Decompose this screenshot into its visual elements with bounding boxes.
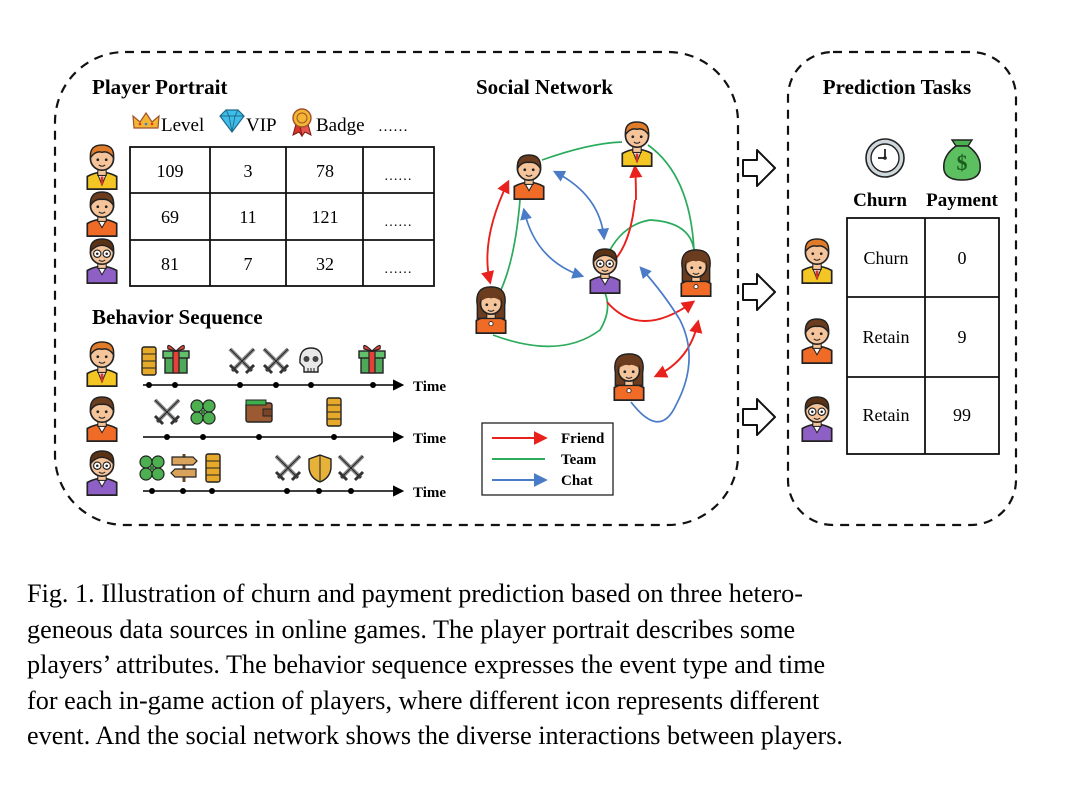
portrait-table xyxy=(129,146,435,287)
prediction-avatar-3 xyxy=(801,396,833,442)
prediction-cell: Retain xyxy=(863,327,910,347)
crossed-swords-icon xyxy=(337,454,365,482)
portrait-avatar-2 xyxy=(86,191,118,237)
figure-caption: Fig. 1. Illustration of churn and paymen… xyxy=(27,576,1051,754)
gift-icon xyxy=(358,344,386,374)
portrait-cell: …… xyxy=(384,215,412,230)
sequence-avatar-2 xyxy=(86,396,118,442)
crossed-swords-icon xyxy=(274,454,302,482)
wallet-icon xyxy=(245,399,273,423)
caption-line: event. And the social network shows the … xyxy=(27,721,843,750)
network-player-node xyxy=(613,353,645,401)
timeline-1: Time xyxy=(143,379,446,395)
network-player-node xyxy=(589,248,621,294)
coins-icon xyxy=(205,453,221,483)
network-player-node xyxy=(513,154,545,200)
clover-icon xyxy=(190,399,216,425)
prediction-avatar-1 xyxy=(801,238,833,284)
diamond-icon xyxy=(219,109,245,133)
caption-line: Fig. 1. Illustration of churn and paymen… xyxy=(27,579,803,608)
badge-medal-icon xyxy=(292,108,312,138)
player-portrait-title: Player Portrait xyxy=(92,75,227,99)
right-dashed-panel xyxy=(786,50,1018,527)
portrait-avatar-3 xyxy=(86,238,118,284)
crossed-swords-icon xyxy=(262,347,290,375)
figure-diagram: Player Portrait Social Network Predictio… xyxy=(53,50,1018,527)
svg-text:$: $ xyxy=(957,150,968,175)
social-network-title: Social Network xyxy=(476,75,613,99)
legend-friend: Friend xyxy=(561,431,605,447)
portrait-cell: 11 xyxy=(239,207,256,227)
sequence-avatar-3 xyxy=(86,450,118,496)
timeline-2: Time xyxy=(143,431,446,447)
portrait-cell: 3 xyxy=(244,161,253,181)
network-legend: Friend Team Chat xyxy=(481,422,614,496)
caption-line: geneous data sources in online games. Th… xyxy=(27,614,796,644)
legend-team: Team xyxy=(561,452,597,468)
column-header-payment: Payment xyxy=(926,190,998,211)
legend-chat: Chat xyxy=(561,473,593,489)
prediction-cell: Retain xyxy=(863,405,910,425)
attribute-label-vip: VIP xyxy=(246,115,277,136)
prediction-cell: Churn xyxy=(864,248,909,268)
prediction-table xyxy=(846,217,1000,455)
prediction-cell: 0 xyxy=(958,248,967,268)
chat-edges xyxy=(520,170,690,423)
network-player-node xyxy=(680,249,712,297)
team-edges xyxy=(492,141,695,348)
portrait-cell: 78 xyxy=(316,161,334,181)
portrait-cell: …… xyxy=(384,262,412,277)
caption-line: for each in-game action of players, wher… xyxy=(27,685,820,715)
clover-icon xyxy=(139,455,165,481)
coins-icon xyxy=(141,346,157,376)
crown-icon xyxy=(132,111,160,129)
crossed-swords-icon xyxy=(228,347,256,375)
attribute-label-badge: Badge xyxy=(316,115,365,136)
portrait-cell: …… xyxy=(384,169,412,184)
network-player-node xyxy=(621,121,653,167)
attribute-label-level: Level xyxy=(161,115,204,136)
portrait-cell: 69 xyxy=(161,207,179,227)
prediction-cell: 99 xyxy=(953,405,971,425)
portrait-cell: 32 xyxy=(316,254,334,274)
sequence-avatar-1 xyxy=(86,341,118,387)
behavior-sequence-title: Behavior Sequence xyxy=(92,305,263,329)
coins-icon xyxy=(326,397,342,427)
time-axis-label: Time xyxy=(413,485,446,501)
time-axis-label: Time xyxy=(413,379,446,395)
skull-icon xyxy=(299,347,323,373)
prediction-tasks-title: Prediction Tasks xyxy=(823,75,971,99)
shield-icon xyxy=(308,454,332,483)
column-header-churn: Churn xyxy=(853,190,907,211)
signpost-icon xyxy=(169,452,199,484)
clock-icon xyxy=(865,138,905,178)
money-bag-icon: $ xyxy=(942,139,982,181)
hollow-arrows xyxy=(742,149,776,436)
caption-line: players’ attributes. The behavior sequen… xyxy=(27,650,826,679)
portrait-cell: 7 xyxy=(244,254,253,274)
network-player-node xyxy=(475,286,507,334)
portrait-cell: 121 xyxy=(312,207,339,227)
prediction-cell: 9 xyxy=(958,327,967,347)
prediction-avatar-2 xyxy=(801,318,833,364)
portrait-cell: 81 xyxy=(161,254,179,274)
portrait-avatar-1 xyxy=(86,144,118,190)
left-dashed-panel xyxy=(53,50,740,527)
gift-icon xyxy=(162,344,190,374)
portrait-cell: 109 xyxy=(157,161,184,181)
time-axis-label: Time xyxy=(413,431,446,447)
attribute-label-more: …… xyxy=(378,119,408,135)
crossed-swords-icon xyxy=(153,398,181,426)
timeline-3: Time xyxy=(143,485,446,501)
